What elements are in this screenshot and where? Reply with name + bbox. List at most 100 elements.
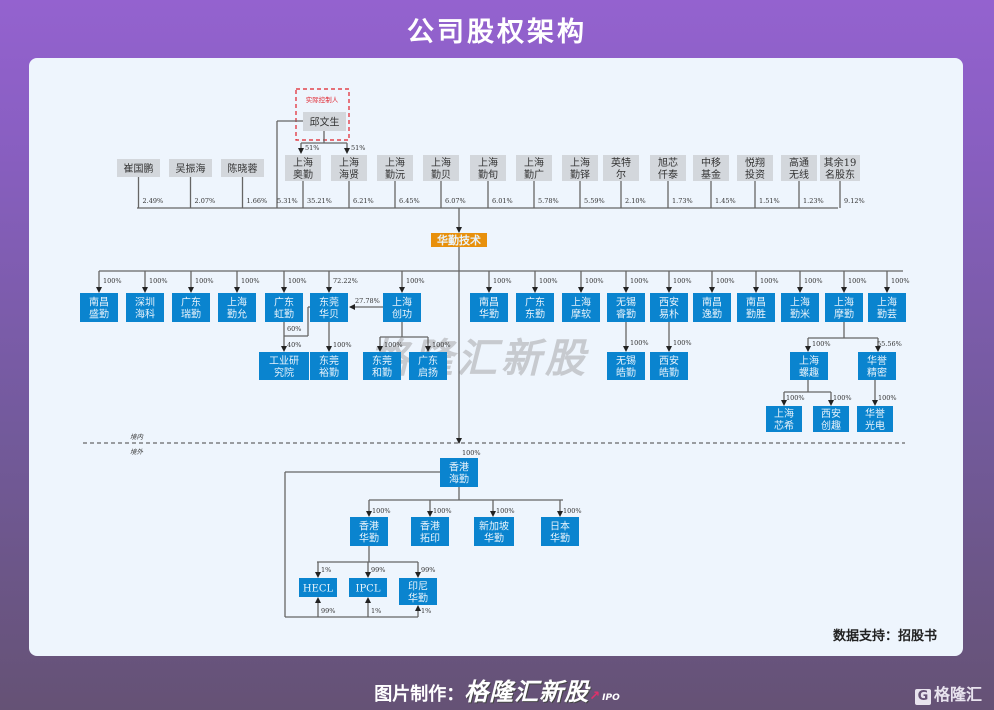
node-label: 易朴 (659, 308, 679, 321)
level4-pct: 100% (833, 394, 852, 402)
subsidiary-pct: 100% (103, 277, 122, 285)
arrow-head-icon (188, 287, 194, 293)
node-label: 香港 (449, 462, 469, 474)
node-box (820, 155, 860, 181)
subsidiary-pct: 100% (848, 277, 867, 285)
shareholder-pct: 1.51% (759, 197, 780, 205)
bottom-node: HECL (299, 578, 337, 597)
shareholder-pct: 9.12% (844, 197, 865, 205)
node-label: 西安 (659, 354, 679, 367)
node-label: 吴振海 (176, 162, 206, 175)
node-label: 华誉 (865, 407, 885, 420)
cross-holding-pct: 27.78% (355, 297, 380, 305)
bottom-node: IPCL (349, 578, 387, 597)
hk-haiqin-pct: 100% (462, 449, 481, 457)
arrow-head-icon (532, 287, 538, 293)
node-label: 上海 (834, 296, 854, 309)
node-label: 无线 (789, 168, 809, 181)
equity-diagram: 实际控制人邱文生51%51%5.31%崔国鹏2.49%吴振海2.07%陈晓蓉1.… (80, 88, 910, 618)
arrow-head-icon (415, 572, 421, 578)
node-label: 勤允 (227, 308, 247, 321)
node-label: 盛勤 (89, 308, 109, 321)
node-box (693, 155, 729, 181)
shareholder-node: 崔国鹏 (117, 159, 160, 177)
node-box (383, 293, 421, 322)
level4-pct: 100% (878, 394, 897, 402)
arrow-head-icon (884, 287, 890, 293)
node-label: 日本 (550, 520, 570, 533)
node-label: 陈晓蓉 (228, 162, 258, 175)
shareholder-pct: 2.49% (143, 197, 164, 205)
node-label: 勤旬 (478, 168, 498, 181)
bottom-pct-bottom: 1% (421, 607, 431, 615)
subsidiary-pct: 100% (673, 277, 692, 285)
node-label: 精密 (867, 366, 887, 379)
arrow-head-icon (666, 287, 672, 293)
node-box (285, 155, 321, 181)
node-box (218, 293, 256, 322)
overseas-pct: 100% (496, 507, 515, 515)
node-box (169, 159, 212, 177)
node-label: 华勤技术 (437, 233, 481, 247)
node-label: 创趣 (821, 419, 841, 432)
arrow-head-icon (234, 287, 240, 293)
arrow-head-icon (315, 597, 321, 603)
node-label: 上海 (524, 156, 544, 169)
subsidiary-pct: 100% (630, 277, 649, 285)
arrow-head-icon (872, 400, 878, 406)
node-label: 高通 (789, 156, 809, 169)
node-label: 光电 (865, 419, 885, 432)
arrow-head-icon (365, 597, 371, 603)
arrow-head-icon (623, 287, 629, 293)
node-box (470, 293, 508, 322)
node-label: 华勤 (479, 308, 499, 321)
node-label: 华勤 (550, 532, 570, 545)
node-label: 皓勤 (616, 366, 636, 379)
node-label: 勤芸 (877, 308, 897, 321)
node-label: 新加坡 (479, 520, 509, 533)
node-label: 广东 (418, 354, 438, 367)
shareholder-pct: 1.73% (672, 197, 693, 205)
shareholder-pct: 35.21% (307, 197, 332, 205)
node-label: 上海 (293, 156, 313, 169)
node-label: 西安 (821, 407, 841, 420)
subsidiary-pct: 100% (539, 277, 558, 285)
bottom-pct-top: 99% (421, 566, 435, 574)
node-label: 海科 (135, 308, 155, 321)
subsidiary-pct: 100% (585, 277, 604, 285)
node-box (80, 293, 118, 322)
footer: 图片制作：格隆汇新股↗IPO (0, 672, 994, 707)
arrow-head-icon (797, 287, 803, 293)
arrow-head-icon (326, 346, 332, 352)
shareholder-pct: 5.59% (584, 197, 605, 205)
node-label: 无锡 (616, 296, 636, 309)
node-label: 广东 (274, 296, 294, 309)
subsidiary-pct: 100% (891, 277, 910, 285)
node-box (363, 352, 401, 380)
node-box (440, 458, 478, 487)
arrow-head-icon (425, 346, 431, 352)
arrow-head-icon (623, 346, 629, 352)
node-label: 名股东 (825, 168, 855, 181)
node-label: 工业研 (269, 355, 299, 367)
node-box (399, 578, 437, 605)
node-label: 和勤 (372, 366, 392, 379)
node-label: 旭芯 (658, 156, 678, 169)
trend-arrow-icon: ↗ (589, 689, 601, 704)
node-label: 上海 (392, 296, 412, 309)
controller-direct-pct: 5.31% (277, 197, 298, 205)
